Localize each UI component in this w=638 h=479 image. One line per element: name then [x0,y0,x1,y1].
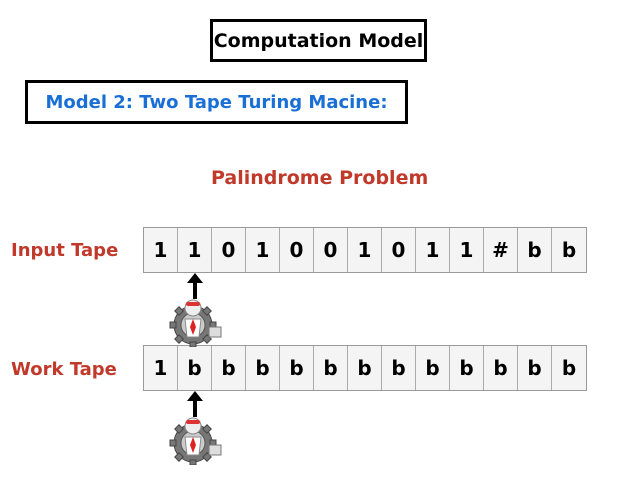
input-tape-cell: 1 [144,228,178,272]
input-tape-cell: b [518,228,552,272]
work-tape-cell: b [484,346,518,390]
work-tape-cell: b [212,346,246,390]
work-tape-cell: b [314,346,348,390]
input-tape-cell: 1 [450,228,484,272]
arrow-up-icon [187,273,203,299]
work-tape-cell: b [280,346,314,390]
input-tape-cell: 1 [178,228,212,272]
model-heading: Model 2: Two Tape Turing Macine: [45,91,388,113]
input-tape-cell: 0 [212,228,246,272]
robot-gear-icon [169,417,222,465]
work-tape-cell: b [450,346,484,390]
work-tape-cell: b [416,346,450,390]
work-tape-label: Work Tape [11,359,117,380]
input-tape-cell: 0 [382,228,416,272]
page-title: Computation Model [213,29,424,52]
input-tape-cell: 1 [416,228,450,272]
input-tape-cell: 0 [314,228,348,272]
arrow-up-icon [187,391,203,417]
input-tape-cell: 1 [348,228,382,272]
input-tape-cell: # [484,228,518,272]
input-tape-cell: 0 [280,228,314,272]
work-tape-cell: b [552,346,586,390]
title-box: Computation Model [210,19,427,62]
problem-heading: Palindrome Problem [211,167,429,189]
input-tape-cell: 1 [246,228,280,272]
model-box: Model 2: Two Tape Turing Macine: [25,80,408,124]
input-tape-label: Input Tape [11,240,119,261]
robot-gear-icon [169,299,222,347]
input-tape-cell: b [552,228,586,272]
work-tape-cell: 1 [144,346,178,390]
work-tape-cell: b [178,346,212,390]
work-tape-cell: b [348,346,382,390]
work-tape-cell: b [382,346,416,390]
work-tape-cell: b [246,346,280,390]
work-tape-cell: b [518,346,552,390]
